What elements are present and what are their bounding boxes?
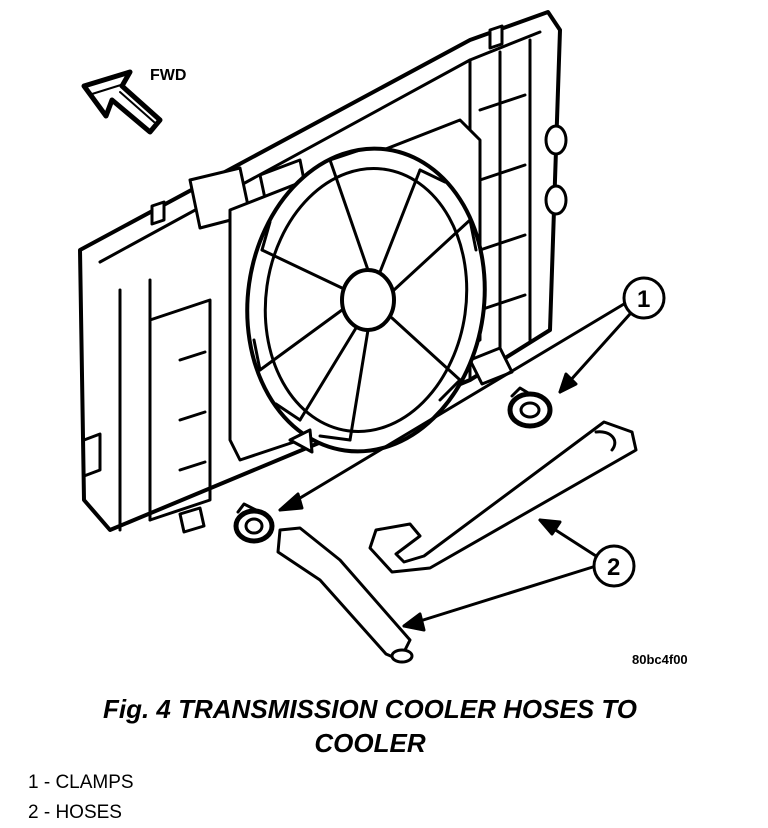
hoses-icon [276,420,638,664]
cooling-fan-icon [228,118,487,462]
diagram-illustration: FWD 1 2 80bc4f00 [78,10,688,667]
figure-caption: Fig. 4 TRANSMISSION COOLER HOSES TO COOL… [0,692,740,760]
legend: 1 - CLAMPS 2 - HOSES [28,768,134,828]
callout-1-leaders [278,302,632,512]
caption-line-1: Fig. 4 TRANSMISSION COOLER HOSES TO [102,694,637,724]
legend-item-clamps: 1 - CLAMPS [28,772,134,793]
callout-1-circle [622,276,666,320]
clamp-upper-icon [507,386,553,429]
legend-item-hoses: 2 - HOSES [28,802,122,823]
fwd-label: FWD [150,67,186,84]
callout-2-leaders [402,518,598,632]
fwd-arrow-icon [81,69,163,135]
image-code: 80bc4f00 [632,652,688,667]
caption-line-2: COOLER [314,728,426,758]
callout-1-number: 1 [637,286,650,313]
callout-2-circle [592,544,636,588]
clamp-lower-icon [233,502,275,544]
callout-2-number: 2 [607,554,620,581]
